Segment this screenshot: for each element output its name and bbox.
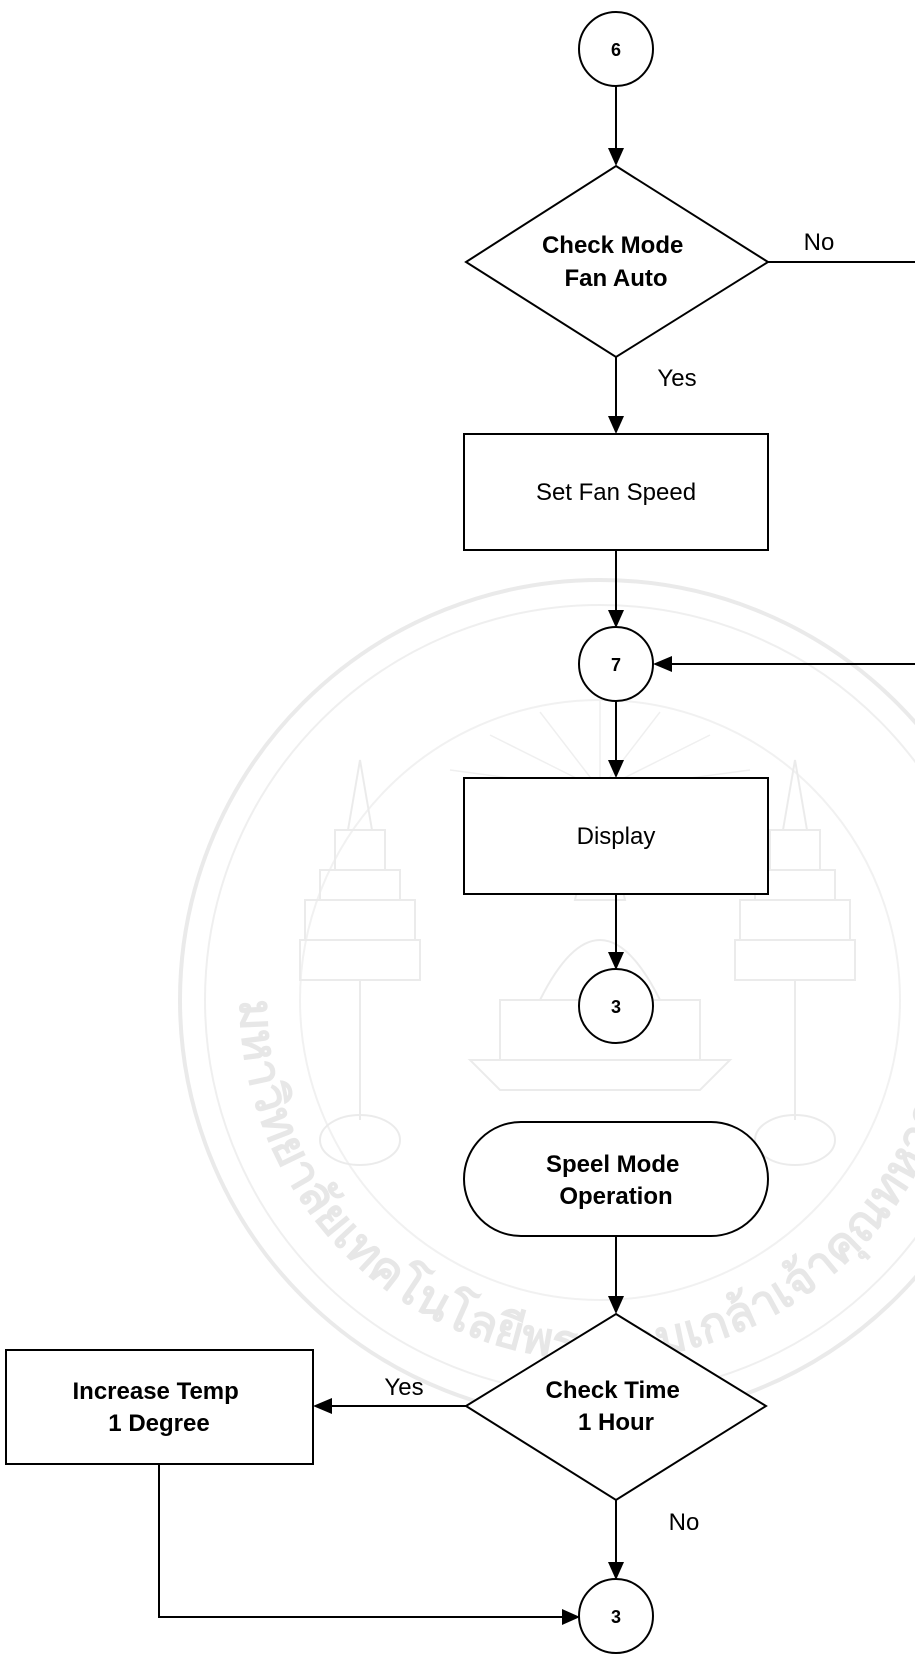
label-mode-no: No bbox=[804, 229, 835, 256]
svg-text:Check Mode Fan Auto: Check Mode Fan Auto bbox=[542, 232, 690, 292]
label-time-no: No bbox=[669, 1509, 700, 1536]
decision-check-mode-fan-auto: Check Mode Fan Auto bbox=[464, 164, 770, 359]
process-increase-temp: Increase Temp 1 Degree bbox=[5, 1349, 314, 1465]
arrowhead bbox=[608, 610, 624, 628]
process-display: Display bbox=[463, 777, 769, 895]
check-mode-line1: Check Mode bbox=[542, 232, 683, 259]
arrowhead bbox=[313, 1398, 332, 1414]
connector-3-bottom: 3 bbox=[578, 1578, 654, 1654]
connector-7: 7 bbox=[578, 626, 654, 702]
connector-7-label: 7 bbox=[611, 655, 621, 675]
check-time-line1: Check Time bbox=[546, 1377, 680, 1404]
arrowhead bbox=[608, 952, 624, 970]
set-fan-speed-label: Set Fan Speed bbox=[536, 479, 696, 506]
label-time-yes: Yes bbox=[384, 1374, 423, 1401]
increase-temp-line1: Increase Temp bbox=[73, 1378, 239, 1405]
svg-text:Check Time 1 Hour: Check Time 1 Hour bbox=[546, 1377, 687, 1436]
decision-check-time-1-hour: Check Time 1 Hour bbox=[464, 1312, 768, 1502]
svg-text:มหาวิทยาลัยเทคโนโลยีพระจอมเกล้: มหาวิทยาลัยเทคโนโลยีพระจอมเกล้าเจ้าคุณทห… bbox=[0, 0, 915, 1372]
arrowhead bbox=[562, 1609, 580, 1625]
connector-3-top: 3 bbox=[578, 968, 654, 1044]
process-set-fan-speed: Set Fan Speed bbox=[463, 433, 769, 551]
display-label: Display bbox=[577, 823, 656, 850]
svg-text:Speel Mode Operation: Speel Mode Operation bbox=[546, 1151, 686, 1210]
university-seal-watermark: มหาวิทยาลัยเทคโนโลยีพระจอมเกล้าเจ้าคุณทห… bbox=[0, 0, 915, 1422]
label-mode-yes: Yes bbox=[657, 365, 696, 392]
arrowhead bbox=[608, 760, 624, 778]
terminal-speel-mode-operation: Speel Mode Operation bbox=[463, 1121, 769, 1237]
check-mode-line2: Fan Auto bbox=[564, 265, 667, 292]
speel-mode-line2: Operation bbox=[559, 1183, 672, 1210]
connector-6-label: 6 bbox=[611, 40, 621, 60]
arrowhead bbox=[608, 1296, 624, 1314]
speel-mode-line1: Speel Mode bbox=[546, 1151, 679, 1178]
flow-line-increase-temp-to-3 bbox=[158, 1464, 562, 1618]
arrowhead bbox=[653, 656, 672, 672]
connector-3-bottom-label: 3 bbox=[611, 1607, 621, 1627]
connector-3-top-label: 3 bbox=[611, 997, 621, 1017]
svg-text:Increase Temp 1 Degree: Increase Temp 1 Degree bbox=[73, 1378, 246, 1437]
arrowhead bbox=[608, 148, 624, 166]
arrowhead bbox=[608, 1562, 624, 1580]
arrowhead bbox=[608, 416, 624, 434]
seal-text: มหาวิทยาลัยเทคโนโลยีพระจอมเกล้าเจ้าคุณทห… bbox=[0, 0, 915, 1372]
increase-temp-line2: 1 Degree bbox=[108, 1410, 209, 1437]
check-time-line2: 1 Hour bbox=[578, 1409, 654, 1436]
connector-6: 6 bbox=[578, 11, 654, 87]
